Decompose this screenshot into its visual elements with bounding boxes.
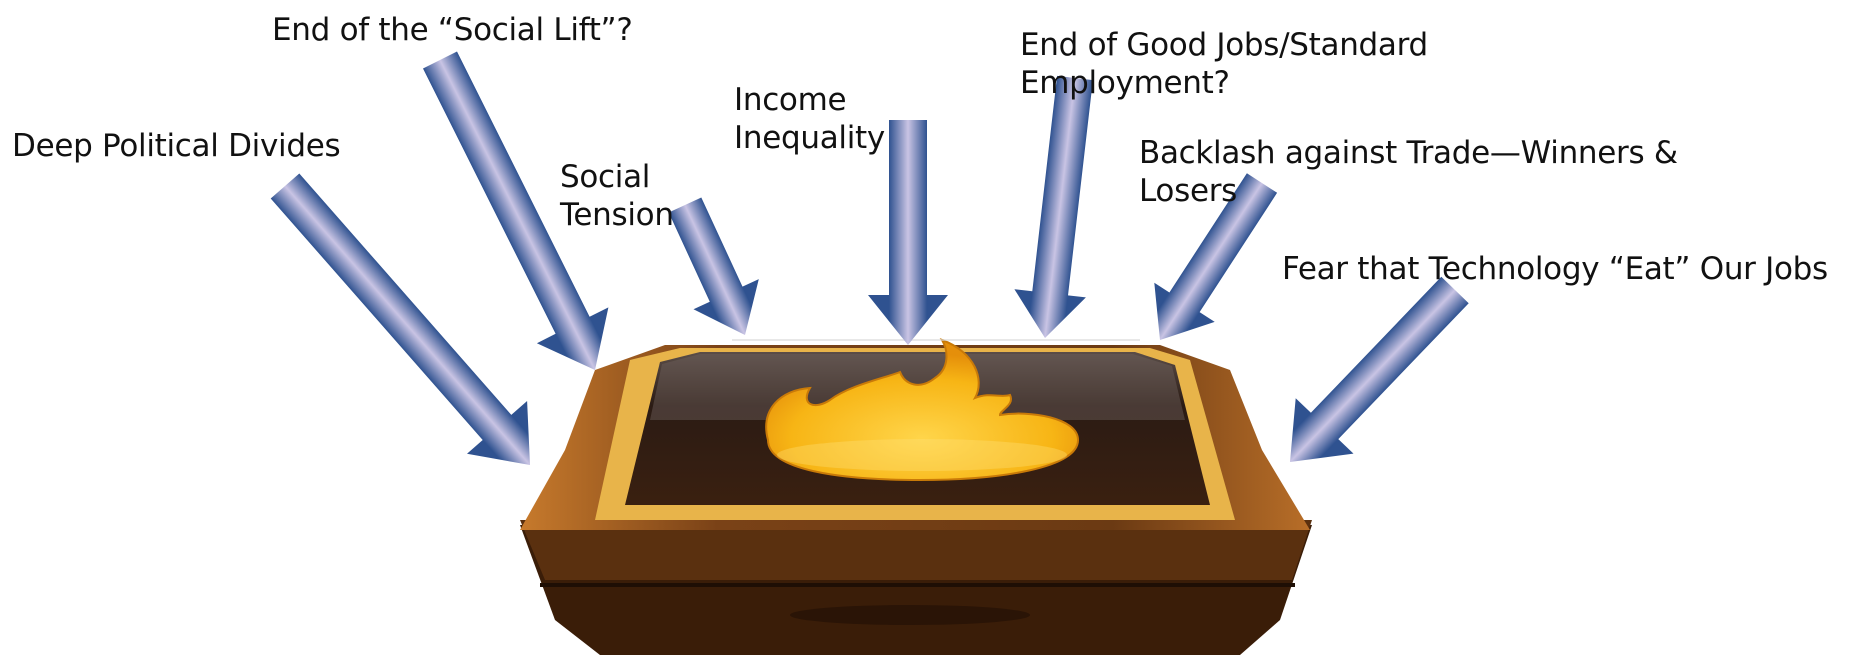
arrow-social-tension — [668, 197, 759, 335]
arrow-income-inequality — [868, 120, 948, 345]
label-end-good-jobs: End of Good Jobs/Standard Employment? — [1020, 26, 1428, 102]
label-backlash-trade: Backlash against Trade—Winners & Losers — [1139, 134, 1678, 210]
label-social-tension-line-2: Tension — [560, 197, 674, 233]
label-backlash-trade-line-1: Backlash against Trade—Winners & — [1139, 135, 1678, 171]
arrow-backlash-trade — [1154, 173, 1278, 340]
fire-box-icon — [520, 338, 1312, 655]
label-deep-political-divides: Deep Political Divides — [12, 128, 341, 164]
label-end-social-lift: End of the “Social Lift”? — [272, 12, 633, 48]
label-backlash-trade-line-2: Losers — [1139, 173, 1238, 209]
arrow-end-social-lift — [423, 51, 609, 370]
arrow-end-good-jobs — [1014, 75, 1093, 339]
arrow-fear-technology — [1290, 276, 1469, 462]
arrows-group — [270, 51, 1469, 465]
label-fear-technology: Fear that Technology “Eat” Our Jobs — [1282, 251, 1828, 287]
label-social-tension: Social Tension — [560, 158, 674, 234]
label-income-inequality-line-1: Income — [734, 82, 847, 118]
label-social-tension-line-1: Social — [560, 159, 651, 195]
label-income-inequality: Income Inequality — [734, 81, 885, 157]
flame-icon — [765, 338, 1080, 482]
arrow-deep-political-divides — [270, 173, 530, 465]
label-end-good-jobs-line-1: End of Good Jobs/Standard — [1020, 27, 1428, 63]
label-end-good-jobs-line-2: Employment? — [1020, 65, 1230, 101]
label-income-inequality-line-2: Inequality — [734, 120, 885, 156]
